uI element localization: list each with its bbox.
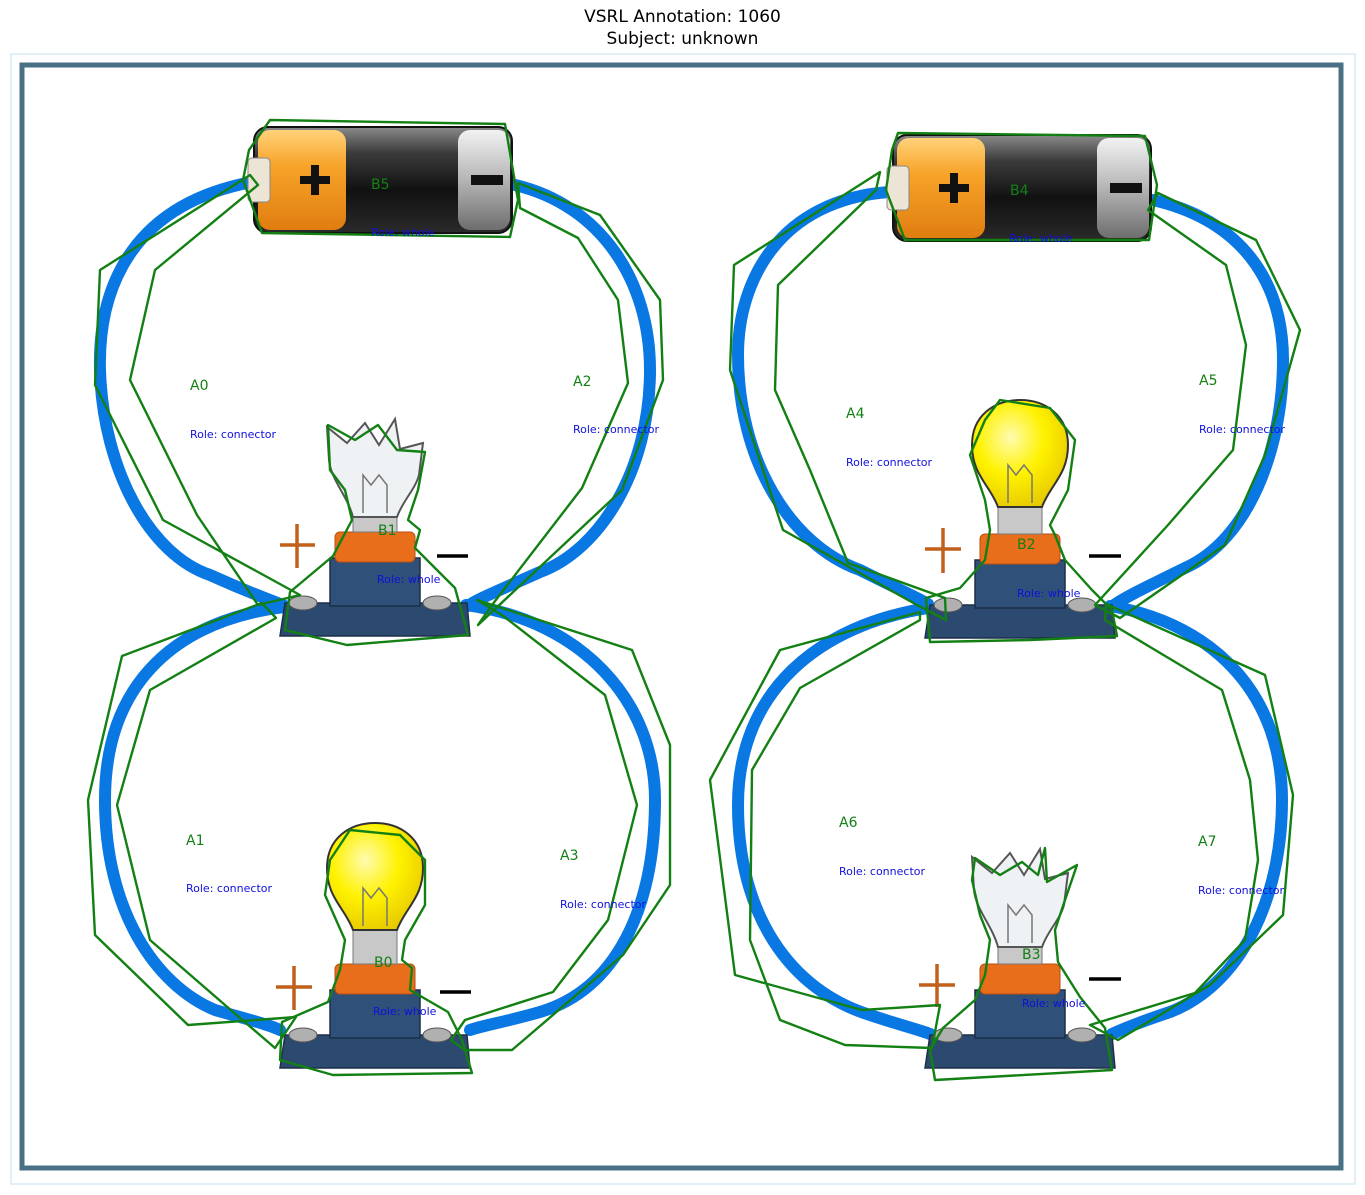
lit-bulb-glass [970, 398, 1070, 508]
annotation-id-A1: A1 [186, 833, 204, 849]
annotation-role-A3: Role: connector [560, 898, 646, 911]
outline-A1 [86, 601, 298, 1050]
bulb-B2 [924, 398, 1116, 639]
lit-bulb-glass [325, 821, 425, 931]
bulb-B3 [924, 846, 1116, 1069]
annotation-id-A6: A6 [839, 815, 858, 831]
wire-A3 [460, 599, 662, 1036]
annotation-role-B0: Role: whole [373, 1005, 437, 1018]
plus-icon [919, 964, 955, 1007]
annotation-role-B2: Role: whole [1017, 587, 1081, 600]
subject-subtitle: Subject: unknown [606, 29, 759, 49]
battery-minus-icon [471, 175, 503, 185]
outline-A3 [449, 598, 672, 1052]
wire-A5 [1107, 194, 1290, 612]
annotation-role-B1: Role: whole [377, 573, 441, 586]
bulb-socket [924, 533, 1116, 639]
bulb-filament [1007, 902, 1033, 943]
wire-A6 [731, 602, 936, 1040]
annotation-id-A7: A7 [1198, 834, 1216, 850]
polarity-marks [276, 524, 1121, 1010]
annotation-role-A7: Role: connector [1198, 884, 1284, 897]
annotation-id-B1: B1 [378, 523, 397, 539]
outline-B4 [884, 131, 1159, 242]
plus-icon [276, 966, 312, 1010]
battery-B4 [886, 134, 1152, 242]
outline-A4 [728, 170, 948, 622]
outline-B2 [924, 398, 1119, 644]
bulb-socket [279, 963, 471, 1069]
battery-plus-icon [300, 165, 330, 195]
annotation-id-A4: A4 [846, 406, 865, 422]
battery-plus-icon [939, 173, 969, 203]
annotation-role-A0: Role: connector [190, 428, 276, 441]
outline-A5 [1093, 191, 1302, 620]
annotation-role-A4: Role: connector [846, 456, 932, 469]
annotation-role-B3: Role: whole [1022, 997, 1086, 1010]
bulb-filament [362, 885, 388, 926]
bulb-B1 [279, 416, 471, 637]
outline-B3 [928, 846, 1114, 1082]
wire-A1 [98, 601, 290, 1036]
bulb-B0 [279, 821, 471, 1069]
wire-A0 [93, 176, 289, 611]
outline-A7 [1088, 602, 1295, 1042]
bulbs [279, 398, 1116, 1069]
annotation-role-B5: Role: whole [371, 226, 435, 239]
plus-icon [925, 528, 961, 573]
annotation-id-A2: A2 [573, 374, 591, 390]
annotation-role-A2: Role: connector [573, 423, 659, 436]
annotation-id-A3: A3 [560, 848, 578, 864]
annotation-id-B4: B4 [1010, 183, 1029, 199]
batteries [247, 126, 1152, 242]
bulb-filament [362, 472, 388, 513]
plus-icon [280, 524, 315, 568]
wire-A4 [731, 186, 934, 610]
bulb-filament [1007, 462, 1033, 503]
annotation-id-B2: B2 [1017, 537, 1036, 553]
outer-frame-light [10, 53, 1356, 1185]
annotation-id-B0: B0 [374, 955, 393, 971]
bulb-socket [279, 531, 471, 637]
annotation-outlines [86, 118, 1302, 1082]
annotation-title: VSRL Annotation: 1060 [584, 7, 781, 27]
outer-frame [19, 62, 1344, 1171]
annotation-id-B3: B3 [1022, 947, 1041, 963]
annotation-role-A5: Role: connector [1199, 423, 1285, 436]
battery-minus-icon [1110, 183, 1142, 193]
annotation-id-A5: A5 [1199, 373, 1217, 389]
annotation-role-B4: Role: whole [1009, 232, 1073, 245]
figure-title: VSRL Annotation: 1060 Subject: unknown [0, 6, 1365, 50]
annotation-role-A1: Role: connector [186, 882, 272, 895]
annotation-role-A6: Role: connector [839, 865, 925, 878]
bulb-socket [924, 963, 1116, 1069]
broken-bulb-glass [325, 416, 425, 518]
outline-B1 [283, 423, 470, 647]
outline-B5 [241, 118, 520, 239]
outline-A6 [708, 610, 942, 1050]
annotation-id-B5: B5 [371, 177, 390, 193]
outline-B0 [278, 828, 474, 1077]
battery-B5 [247, 126, 513, 234]
annotation-id-A0: A0 [190, 378, 208, 394]
